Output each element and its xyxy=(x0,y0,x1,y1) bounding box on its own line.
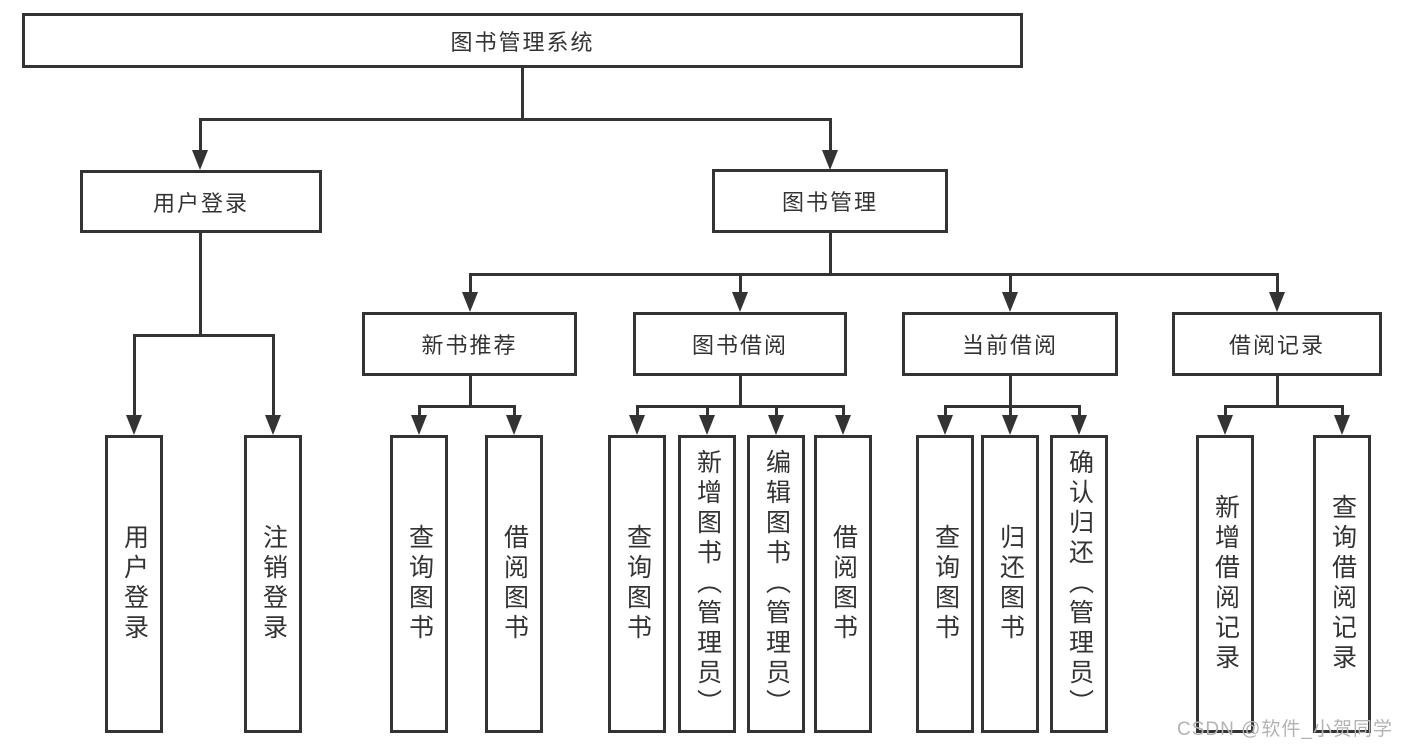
node-add-book-admin: 新增图书（管理员） xyxy=(678,435,736,733)
node-label: 新增借阅记录 xyxy=(1211,494,1240,674)
connector-line xyxy=(1276,376,1279,407)
node-query-books-borrowing: 查询图书 xyxy=(608,435,666,733)
connector-line xyxy=(1078,405,1081,418)
arrowhead-down xyxy=(1217,415,1233,435)
connector-line xyxy=(1341,405,1344,418)
node-label: 借阅记录 xyxy=(1228,333,1325,358)
node-label: 新增图书（管理员） xyxy=(693,449,722,719)
connector-line xyxy=(469,273,1279,276)
connector-line xyxy=(739,273,742,295)
node-library-system: 图书管理系统 xyxy=(22,13,1023,68)
node-label: 查询图书 xyxy=(931,524,960,644)
node-user-login-leaf: 用户登录 xyxy=(105,435,163,733)
arrowhead-down xyxy=(822,150,838,170)
node-new-book-recommend: 新书推荐 xyxy=(362,312,577,376)
connector-line xyxy=(1276,273,1279,295)
connector-line xyxy=(469,273,472,295)
node-label: 借阅图书 xyxy=(829,524,858,644)
node-label: 借阅图书 xyxy=(500,524,529,644)
connector-line xyxy=(418,405,516,408)
node-add-borrow-record: 新增借阅记录 xyxy=(1196,435,1254,733)
connector-line xyxy=(944,405,947,418)
node-query-borrow-record: 查询借阅记录 xyxy=(1313,435,1371,733)
connector-line xyxy=(272,334,275,418)
connector-line xyxy=(1224,405,1344,408)
connector-line xyxy=(636,405,845,408)
arrowhead-down xyxy=(1269,292,1285,312)
connector-line xyxy=(418,405,421,418)
node-label: 图书管理 xyxy=(781,190,878,215)
connector-line xyxy=(199,118,202,154)
arrowhead-down xyxy=(629,415,645,435)
connector-line xyxy=(775,405,778,418)
node-label: 确认归还（管理员） xyxy=(1065,449,1094,719)
connector-line xyxy=(469,376,472,407)
connector-line xyxy=(513,405,516,418)
arrowhead-down xyxy=(1002,415,1018,435)
node-label: 图书借阅 xyxy=(691,333,788,358)
arrowhead-down xyxy=(937,415,953,435)
connector-line xyxy=(706,405,709,418)
node-label: 查询借阅记录 xyxy=(1328,494,1357,674)
node-label: 当前借阅 xyxy=(961,333,1058,358)
connector-line xyxy=(1009,405,1012,418)
arrowhead-down xyxy=(1071,415,1087,435)
arrowhead-down xyxy=(126,415,142,435)
arrowhead-down xyxy=(411,415,427,435)
connector-line xyxy=(133,334,136,418)
connector-line xyxy=(842,405,845,418)
node-logout: 注销登录 xyxy=(244,435,302,733)
node-label: 查询图书 xyxy=(405,524,434,644)
connector-line xyxy=(199,233,202,337)
connector-line xyxy=(199,118,831,121)
connector-line xyxy=(1009,376,1012,407)
node-label: 新书推荐 xyxy=(421,333,518,358)
node-confirm-return-admin: 确认归还（管理员） xyxy=(1050,435,1108,733)
node-book-borrowing: 图书借阅 xyxy=(633,312,847,376)
connector-line xyxy=(944,405,1081,408)
arrowhead-down xyxy=(1002,292,1018,312)
node-current-borrowing: 当前借阅 xyxy=(902,312,1118,376)
arrowhead-down xyxy=(1334,415,1350,435)
node-label: 用户登录 xyxy=(120,524,149,644)
node-return-books: 归还图书 xyxy=(981,435,1039,733)
node-label: 查询图书 xyxy=(623,524,652,644)
connector-line xyxy=(1009,273,1012,295)
node-label: 编辑图书（管理员） xyxy=(762,449,791,719)
node-label: 注销登录 xyxy=(259,524,288,644)
node-borrow-books-recommend: 借阅图书 xyxy=(485,435,543,733)
arrowhead-down xyxy=(768,415,784,435)
connector-line xyxy=(829,233,832,275)
node-label: 用户登录 xyxy=(152,190,249,216)
csdn-watermark: CSDN @软件_小贺同学 xyxy=(1177,719,1393,740)
arrowhead-down xyxy=(506,415,522,435)
connector-line xyxy=(739,376,742,407)
node-borrowing-records: 借阅记录 xyxy=(1172,312,1382,376)
node-borrow-books-borrowing: 借阅图书 xyxy=(814,435,872,733)
arrowhead-down xyxy=(835,415,851,435)
arrowhead-down xyxy=(732,292,748,312)
connector-line xyxy=(133,334,275,337)
node-label: 图书管理系统 xyxy=(450,29,595,55)
arrowhead-down xyxy=(192,150,208,170)
node-book-management: 图书管理 xyxy=(712,169,948,233)
node-label: 归还图书 xyxy=(996,524,1025,644)
arrowhead-down xyxy=(699,415,715,435)
connector-line xyxy=(829,118,832,154)
node-query-books-current: 查询图书 xyxy=(916,435,974,733)
connector-line xyxy=(521,68,524,120)
node-user-login: 用户登录 xyxy=(80,170,322,233)
arrowhead-down xyxy=(462,292,478,312)
connector-line xyxy=(636,405,639,418)
node-edit-book-admin: 编辑图书（管理员） xyxy=(747,435,805,733)
arrowhead-down xyxy=(265,415,281,435)
connector-line xyxy=(1224,405,1227,418)
node-query-books-recommend: 查询图书 xyxy=(390,435,448,733)
